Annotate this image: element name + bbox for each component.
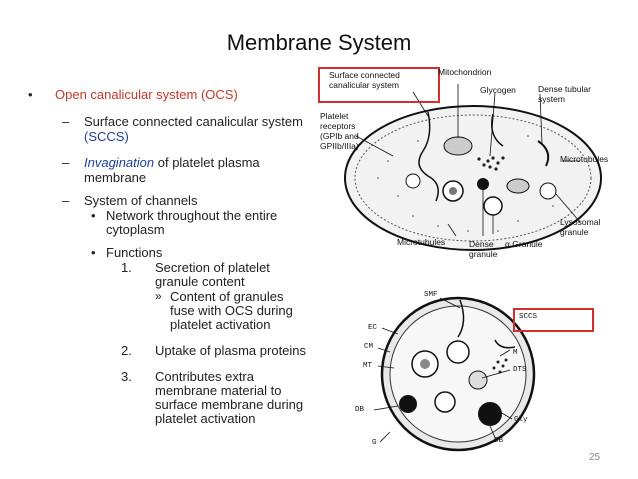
invagination-term: Invagination [84, 155, 155, 170]
granule-line1: Content of granules [170, 289, 284, 304]
label-dense-1: Dense [469, 239, 494, 249]
functions-label: Functions [106, 245, 163, 260]
granule-core [420, 359, 430, 369]
label-receptors-2: receptors [320, 121, 356, 131]
label-gly: Gly [514, 416, 528, 424]
label-lysosomal-1: Lysosomal [560, 217, 601, 227]
highlight-box-scs [318, 67, 440, 103]
label-receptors-3: (GPIb and [320, 131, 359, 141]
label-db-left: DB [355, 406, 365, 414]
label-dense-2: granule [469, 249, 498, 259]
label-microtubules-right: Microtubules [560, 154, 609, 164]
microtubule-ring [354, 114, 592, 242]
leader-lines [355, 84, 581, 237]
invagination-rest: of platelet plasma [154, 155, 260, 170]
label-sccs: SCCS [519, 313, 538, 321]
function-1-num: 1. [121, 260, 132, 275]
cytoplasm-stipple [377, 135, 564, 232]
label-m: M [513, 349, 518, 357]
highlight-box-sccs [513, 308, 594, 332]
mitochondrion [443, 136, 473, 156]
label-receptors-1: Platelet [320, 111, 349, 121]
dense-body [478, 402, 502, 426]
dense-body [399, 395, 417, 413]
label-receptors-4: GPIIb/IIIa) [320, 141, 359, 151]
label-lysosomal-2: granule [560, 227, 589, 237]
dense-tubular-system [494, 339, 516, 349]
sub-sccs-line1: Surface connected canalicular system [84, 114, 303, 129]
granule [446, 340, 470, 364]
platelet-diagram-top [344, 84, 602, 251]
granule-line2: fuse with OCS during [170, 303, 293, 318]
label-dts-1: Dense tubular [538, 84, 591, 94]
canalicular-channel [418, 111, 439, 202]
function-3-num: 3. [121, 369, 132, 384]
bullet-marker: • [91, 245, 96, 260]
leader-lines [373, 297, 513, 443]
dash-marker: – [62, 114, 70, 129]
label-dts: DTS [513, 366, 527, 374]
bullet-marker: • [91, 208, 96, 223]
label-microtubules-bottom: Microtubules [397, 237, 446, 247]
label-cm: CM [364, 343, 374, 351]
function-3-line4: platelet activation [155, 411, 256, 426]
page-number: 25 [589, 452, 601, 463]
surface-connected-channel [457, 299, 465, 338]
granule-line3: platelet activation [170, 317, 271, 332]
dense-tubular-system [537, 140, 550, 167]
sub-marker: » [155, 289, 162, 303]
alpha-granule [434, 391, 456, 413]
sub-sccs-line2: (SCCS) [84, 129, 129, 144]
alpha-granule [483, 196, 503, 216]
bullet-marker: • [28, 87, 33, 102]
network-line1: Network throughout the entire [106, 208, 278, 223]
label-surface-connected-1: Surface connected [329, 70, 400, 80]
sub-invagination-line2: membrane [84, 170, 147, 185]
label-mt: MT [363, 362, 373, 370]
platelet-diagram-bottom [373, 296, 536, 452]
label-surface-connected-2: canalicular system [329, 80, 399, 90]
label-db-right: DB [494, 437, 504, 445]
function-3-line1: Contributes extra [155, 369, 254, 384]
function-3-line2: membrane material to [155, 383, 282, 398]
sub-channels: System of channels [84, 193, 198, 208]
slide-title: Membrane System [226, 30, 412, 55]
function-3-line3: surface membrane during [155, 397, 304, 412]
label-glycogen: Glycogen [480, 85, 516, 95]
platelet-inner-ring [389, 305, 527, 443]
canalicular-channel [491, 113, 504, 147]
platelet-cell-outline [344, 105, 602, 251]
dense-granule [477, 178, 489, 190]
granule [405, 173, 421, 189]
sub-invagination-line1: Invagination of platelet plasma [84, 155, 260, 170]
function-2-text: Uptake of plasma proteins [155, 343, 307, 358]
label-g: G [372, 439, 377, 447]
mitochondrion [506, 178, 530, 194]
dash-marker: – [62, 155, 70, 170]
label-smf: SMF [424, 291, 438, 299]
label-ec: EC [368, 324, 378, 332]
label-mitochondrion: Mitochondrion [438, 67, 492, 77]
glycogen-cluster [492, 358, 508, 374]
mitochondrion [468, 370, 488, 390]
function-1-line1: Secretion of platelet [155, 260, 270, 275]
label-dts-2: system [538, 94, 565, 104]
function-1-line2: granule content [155, 274, 245, 289]
glycogen-cluster [477, 156, 505, 171]
bullet-ocs: Open canalicular system (OCS) [55, 87, 238, 102]
label-alpha-granule: α Granule [505, 239, 543, 249]
function-2-num: 2. [121, 343, 132, 358]
dash-marker: – [62, 193, 70, 208]
alpha-granule-core [449, 187, 457, 195]
network-line2: cytoplasm [106, 222, 165, 237]
lysosomal-granule [539, 182, 557, 200]
